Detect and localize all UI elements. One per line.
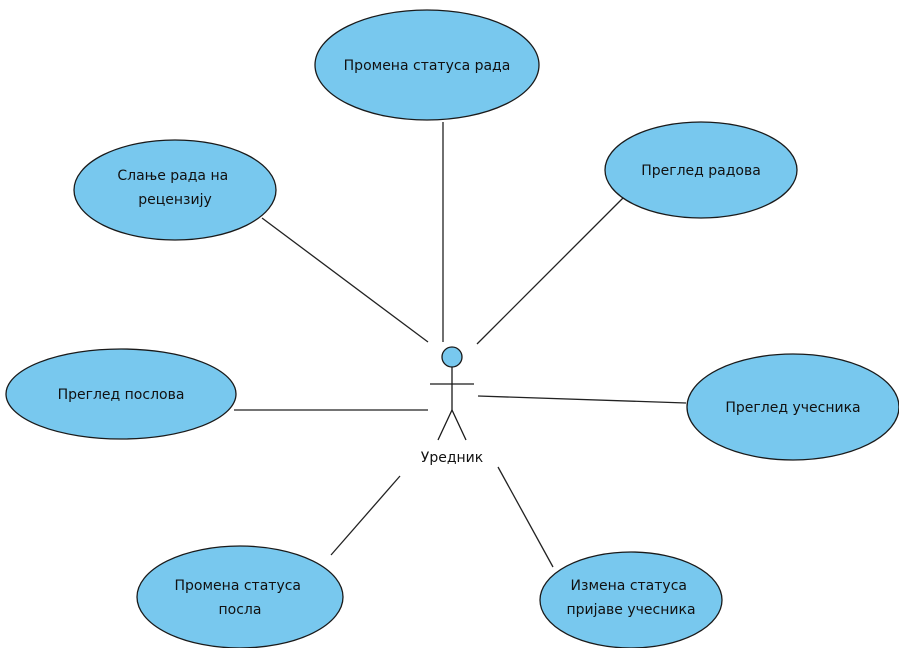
use-case-ellipse	[604, 121, 798, 219]
association-pregled-radova	[476, 197, 624, 345]
use-case-label: Преглед послова	[58, 387, 185, 403]
use-case-pregled-radova[interactable]: Преглед радова	[604, 121, 798, 219]
use-case-izmena-statusa-prijave[interactable]: Измена статуса пријаве учесника	[539, 551, 723, 648]
actor-left-leg	[437, 409, 453, 441]
use-case-label-line: посла	[219, 602, 262, 618]
association-promena-statusa-posla	[330, 475, 401, 556]
use-case-label: Промена статуса посла	[175, 578, 306, 618]
use-case-label-line: Преглед послова	[58, 387, 185, 403]
use-case-label-line: Промена статуса	[175, 578, 302, 594]
use-case-promena-statusa-rada[interactable]: Промена статуса рада	[314, 9, 540, 121]
use-case-ellipse	[73, 139, 277, 241]
use-case-label-line: Измена статуса	[571, 578, 687, 594]
actor-label: Уредник	[421, 450, 483, 466]
use-case-label-line: рецензију	[138, 192, 212, 208]
use-case-ellipse	[539, 551, 723, 648]
association-slanje-rada	[261, 217, 429, 343]
use-case-ellipse	[136, 545, 344, 648]
use-case-label: Преглед радова	[641, 163, 761, 179]
actor-right-leg	[451, 409, 467, 441]
use-case-label: Измена статуса пријаве учесника	[566, 578, 695, 618]
use-case-label: Промена статуса рада	[344, 58, 511, 74]
use-case-label-line: Слање рада на	[117, 168, 228, 184]
use-case-label-line: пријаве учесника	[566, 602, 695, 618]
use-case-slanje-rada[interactable]: Слање рада на рецензију	[73, 139, 277, 241]
actor-head	[441, 346, 463, 368]
use-case-label-line: Преглед учесника	[725, 400, 860, 416]
association-pregled-ucesnika	[477, 395, 687, 404]
use-case-ellipse	[314, 9, 540, 121]
use-case-ellipse	[686, 353, 899, 461]
use-case-label: Слање рада на рецензију	[117, 168, 232, 208]
actor-urednik[interactable]: Уредник	[421, 346, 483, 466]
use-case-label-line: Преглед радова	[641, 163, 761, 179]
associations	[234, 122, 687, 568]
association-izmena-statusa-prijave	[497, 466, 554, 568]
use-case-label-line: Промена статуса рада	[344, 58, 511, 74]
use-case-promena-statusa-posla[interactable]: Промена статуса посла	[136, 545, 344, 648]
use-case-pregled-poslova[interactable]: Преглед послова	[5, 348, 237, 440]
use-case-pregled-ucesnika[interactable]: Преглед учесника	[686, 353, 899, 461]
use-case-ellipse	[5, 348, 237, 440]
use-case-label: Преглед учесника	[725, 400, 860, 416]
